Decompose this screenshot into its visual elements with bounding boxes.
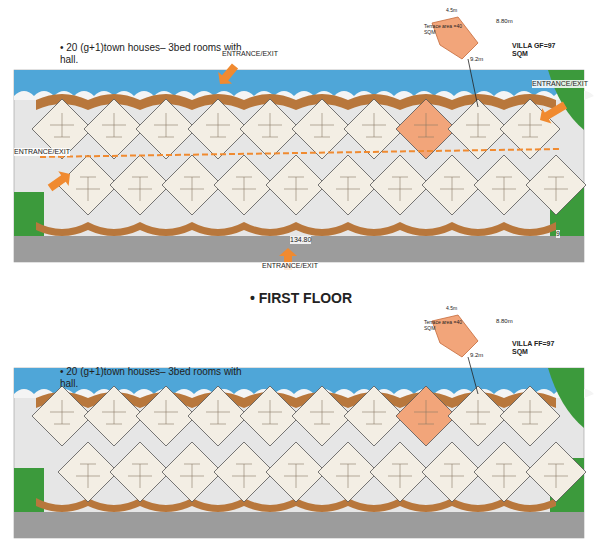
plan-label: 8.80m — [496, 18, 513, 25]
floor-plan — [14, 17, 594, 270]
plan-label: VILLA GF=97 SQM — [512, 42, 562, 58]
plan-label: 9 — [556, 230, 560, 238]
section-heading: • FIRST FLOOR — [250, 290, 352, 306]
plan-label: 4.5m — [446, 306, 457, 312]
plan-label: ENTRANCE/EXIT — [222, 50, 278, 58]
plan-label: ENTRANCE/EXIT — [262, 262, 318, 270]
plan-label: 9.2m — [470, 352, 483, 359]
plan-label: Terrace area =40 SQM — [424, 320, 464, 332]
plan-label: ENTRANCE/EXIT — [532, 80, 588, 88]
plan-label: 9.2m — [470, 56, 483, 63]
plan-label: ENTRANCE/EXIT — [14, 148, 70, 156]
plan-label: 134.80 — [290, 236, 311, 244]
floor-plan — [14, 315, 594, 538]
plan-label: VILLA FF=97 SQM — [512, 340, 562, 356]
plan-label: • 20 (g+1)town houses– 3bed rooms with h… — [60, 366, 250, 389]
plan-label: Terrace area =40 SQM — [424, 24, 464, 36]
plan-label: 8.80m — [496, 318, 513, 325]
plan-label: 4.5m — [446, 8, 457, 14]
